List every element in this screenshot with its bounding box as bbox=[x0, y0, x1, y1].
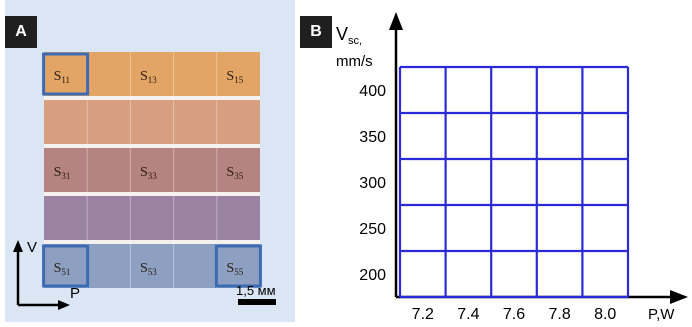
scale-bar-label: 1,5 мм bbox=[236, 283, 276, 298]
highlight-box-s55 bbox=[214, 244, 262, 288]
sample-array-photo bbox=[44, 52, 260, 288]
highlight-box-s11 bbox=[42, 52, 90, 96]
v-arrow-head bbox=[13, 240, 23, 252]
x-axis-label: P,W bbox=[648, 306, 675, 322]
sample-label-s33: S33 bbox=[140, 165, 157, 181]
sample-row bbox=[44, 100, 260, 144]
panel-b-label: B bbox=[300, 16, 332, 48]
v-axis-label: V bbox=[27, 239, 37, 256]
x-tick-label: 7.4 bbox=[457, 306, 479, 322]
sample-row bbox=[44, 148, 260, 192]
orientation-arrows: V P bbox=[13, 239, 80, 310]
row-separator bbox=[44, 240, 260, 244]
sample-label-s13: S13 bbox=[140, 69, 157, 85]
scale-bar-line bbox=[238, 299, 276, 305]
y-axis-label: Vsc, bbox=[336, 24, 362, 47]
y-axis-arrow-icon bbox=[389, 12, 403, 30]
sample-label-s53: S53 bbox=[140, 261, 157, 277]
y-axis-unit: mm/s bbox=[336, 53, 373, 70]
highlight-box-s51 bbox=[42, 244, 90, 288]
sample-label-s51: S51 bbox=[54, 261, 71, 277]
process-window-grid: Vsc, mm/s 400 350 300 250 200 7.2 7.4 7.6 7.8 8.… bbox=[336, 12, 688, 323]
panel-a-label: A bbox=[5, 16, 37, 48]
y-tick-label: 300 bbox=[359, 175, 386, 192]
sample-label-s15: S15 bbox=[226, 69, 243, 85]
grid-lines bbox=[398, 65, 630, 299]
p-axis-label: P bbox=[70, 285, 80, 302]
sample-row bbox=[44, 52, 260, 96]
sample-label-s35: S35 bbox=[226, 165, 243, 181]
x-tick-label: 7.2 bbox=[412, 306, 434, 322]
x-axis-arrow-icon bbox=[670, 290, 688, 304]
y-tick-label: 250 bbox=[359, 221, 386, 238]
panel-b: Vsc, mm/s 400 350 300 250 200 7.2 7.4 7.6 7.8 8.… bbox=[300, 0, 692, 323]
x-tick-label: 8.0 bbox=[594, 306, 616, 322]
y-tick-label: 400 bbox=[359, 83, 386, 100]
x-tick-label: 7.6 bbox=[503, 306, 525, 322]
sample-label-s31: S31 bbox=[54, 165, 71, 181]
row-separator bbox=[44, 192, 260, 196]
y-tick-label: 200 bbox=[359, 267, 386, 284]
sample-label-s11: S11 bbox=[54, 69, 70, 85]
y-tick-label: 350 bbox=[359, 129, 386, 146]
p-arrow-head bbox=[58, 300, 70, 310]
sample-label-s55: S55 bbox=[226, 261, 243, 277]
row-separator bbox=[44, 144, 260, 148]
sample-row bbox=[44, 244, 260, 288]
row-separator bbox=[44, 96, 260, 100]
scale-bar: 1,5 мм bbox=[236, 283, 276, 305]
x-tick-labels: 7.2 7.4 7.6 7.8 8.0 bbox=[412, 306, 617, 323]
x-tick-label: 7.8 bbox=[548, 306, 570, 322]
sample-row bbox=[44, 196, 260, 240]
y-tick-labels: 400 350 300 250 200 bbox=[359, 83, 386, 284]
